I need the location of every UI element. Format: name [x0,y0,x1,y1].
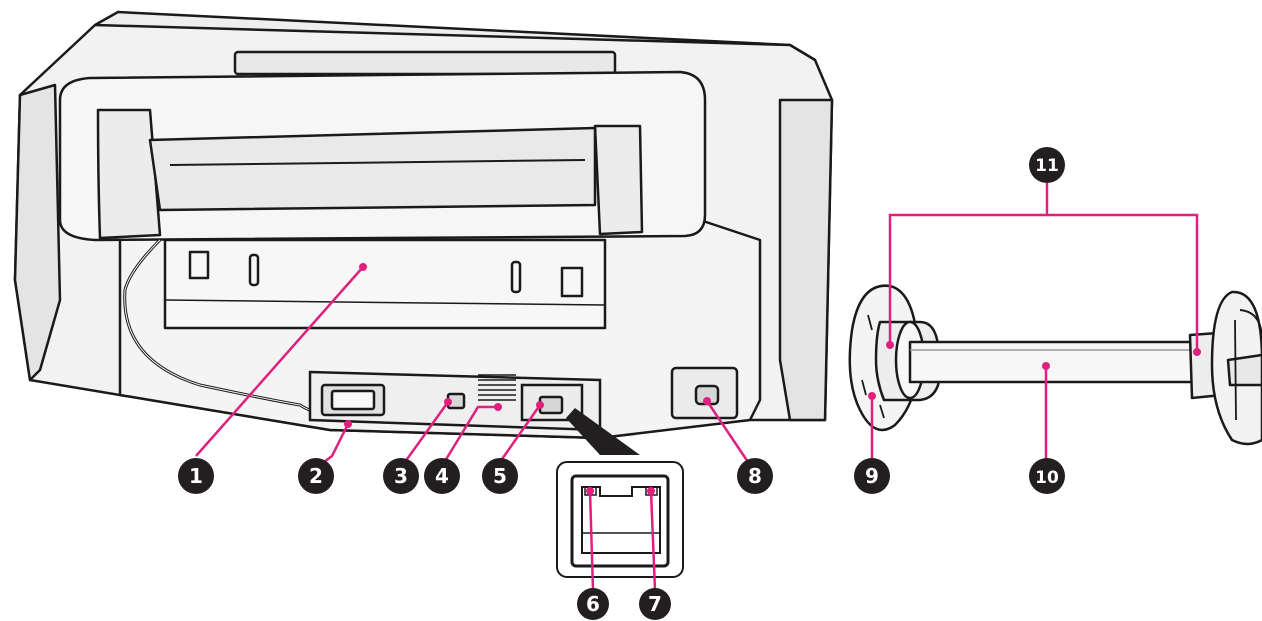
callout-2-number: 2 [309,464,323,488]
printer-right-side [778,98,834,422]
rear-unit-left-block [96,108,162,240]
callout-10-number: 10 [1035,468,1059,488]
callout-8: 8 [737,458,773,494]
leader-5 [498,404,542,463]
zoom-pointer [566,408,640,455]
callout-5-number: 5 [493,464,507,488]
spindle-shaft [908,340,1207,384]
callout-1: 1 [178,458,214,494]
callout-10: 10 [1029,458,1065,494]
rear-unit-right-block [593,124,644,236]
rear-unit-tray [148,126,597,212]
callout-9-number: 9 [865,464,879,488]
callout-3-number: 3 [394,464,408,488]
spindle [848,284,1262,446]
callout-4: 4 [424,458,460,494]
lan-zoom-inset [556,461,684,578]
leader-7 [649,490,657,591]
leader-dots [344,263,1201,495]
callout-1-number: 1 [189,464,203,488]
callout-5: 5 [482,458,518,494]
zoom-lan-jack [570,474,670,568]
rear-cover [163,238,607,330]
rear-unit [58,70,707,242]
callout-2: 2 [298,458,334,494]
printer-left-side [13,83,62,382]
rear-cover-panel [163,238,607,330]
callout-11-number: 11 [1035,156,1059,176]
top-slot [233,50,617,76]
callout-6-number: 6 [586,592,600,616]
callout-9: 9 [854,458,890,494]
leader-3 [403,401,450,463]
callout-8-number: 8 [748,464,762,488]
leader-1 [195,266,364,457]
callout-3: 3 [383,458,419,494]
leader-4 [440,405,498,467]
vent [478,374,516,401]
callout-7: 7 [639,588,671,620]
zoom-lan-socket [581,486,661,554]
leader-11 [888,213,1199,352]
leader-6 [588,490,595,591]
callout-6: 6 [577,588,609,620]
callout-7-number: 7 [648,592,662,616]
callout-4-number: 4 [435,464,449,488]
leader-8 [705,400,750,463]
callout-11: 11 [1029,147,1065,183]
